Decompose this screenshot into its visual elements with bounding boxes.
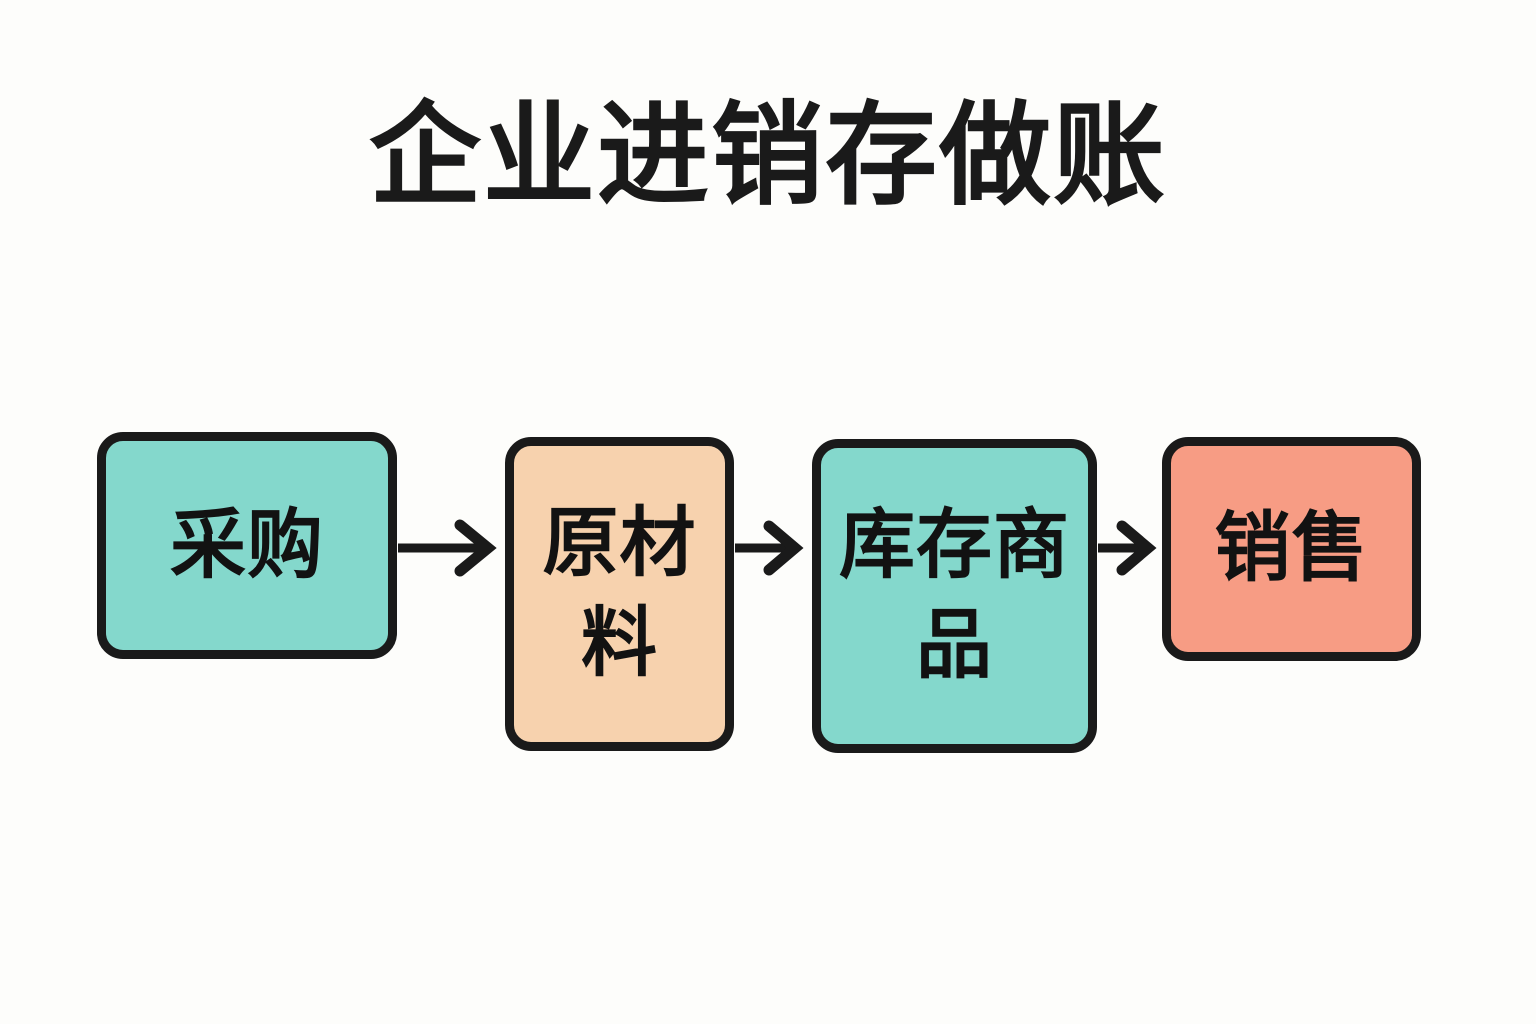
- page-title: 企业进销存做账: [369, 93, 1167, 218]
- arrow-right-icon-3: [1096, 518, 1164, 578]
- flow-node-purchase[interactable]: 采购: [97, 432, 397, 659]
- flow-node-inventory-goods[interactable]: 库存商品: [812, 439, 1097, 753]
- flow-node-raw-material[interactable]: 原材料: [505, 437, 734, 751]
- flow-node-sales[interactable]: 销售: [1162, 437, 1421, 661]
- arrow-right-icon-1: [396, 518, 508, 578]
- flow-node-sales-label: 销售: [1214, 506, 1369, 591]
- flow-node-purchase-label: 采购: [170, 502, 324, 588]
- arrow-right-icon-2: [733, 518, 813, 578]
- flow-node-inventory-goods-label: 库存商品: [839, 503, 1070, 688]
- flow-node-raw-material-label: 原材料: [542, 501, 697, 686]
